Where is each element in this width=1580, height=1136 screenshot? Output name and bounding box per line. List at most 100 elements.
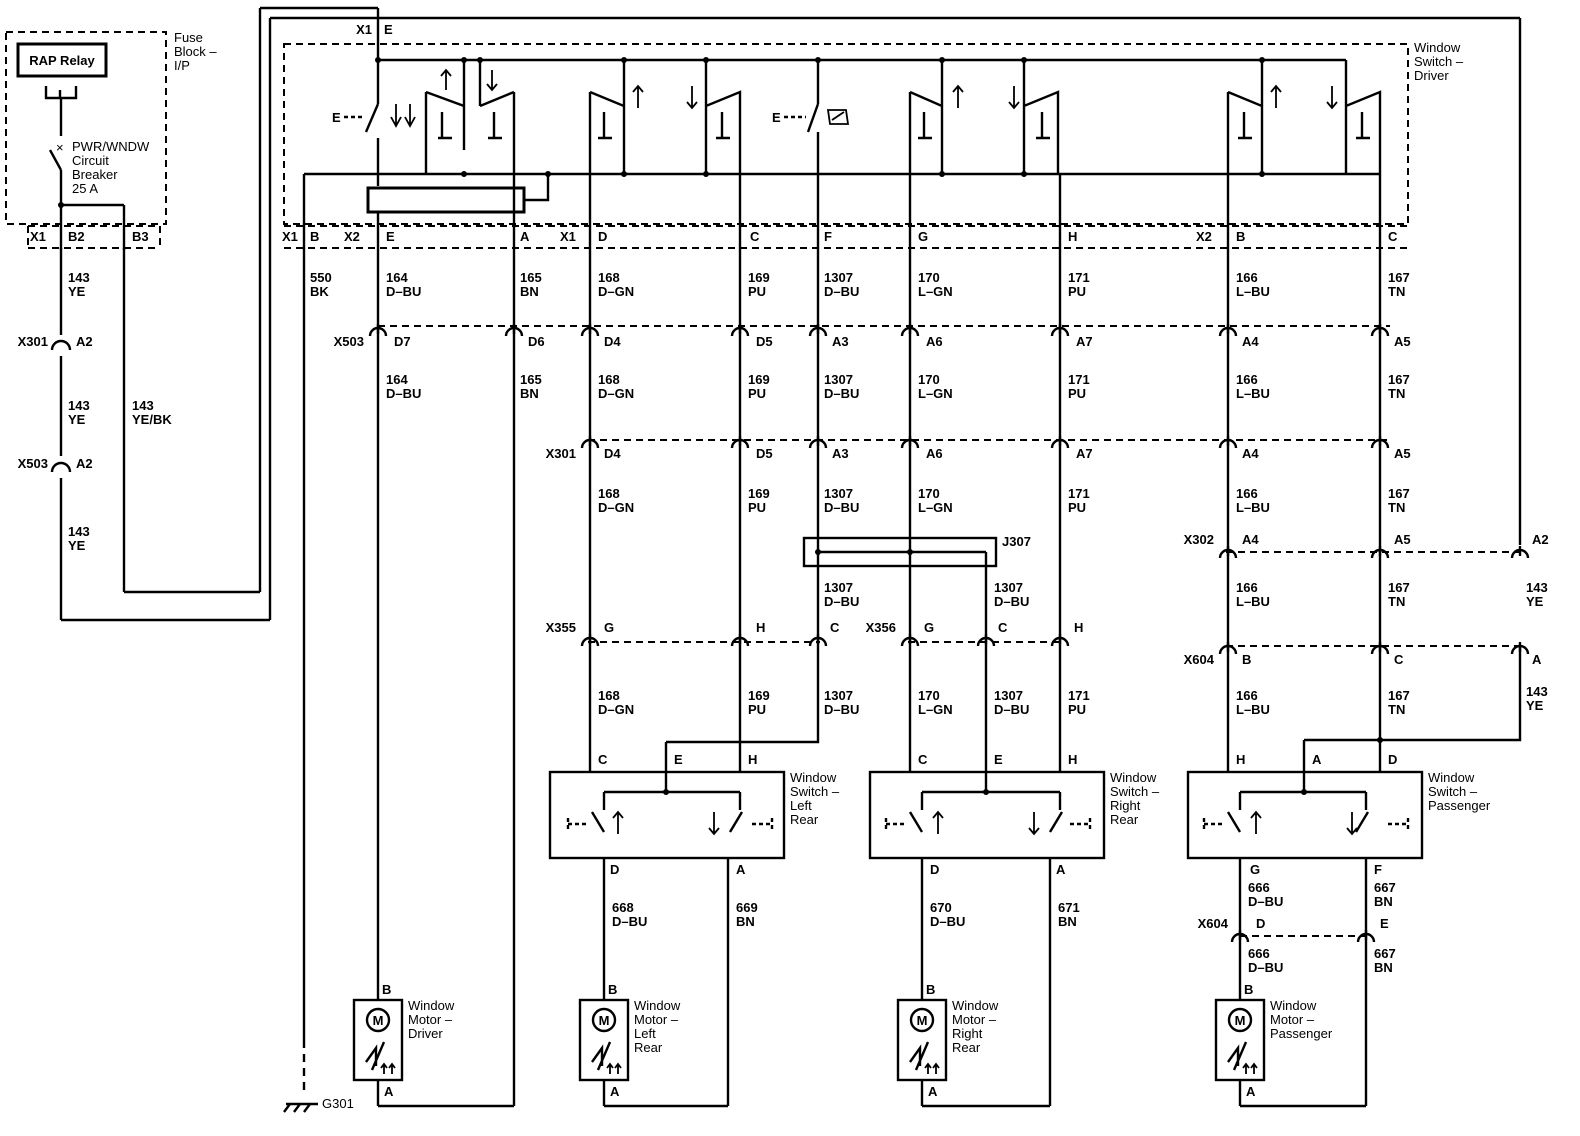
motor-title-line: Passenger — [1270, 1026, 1333, 1041]
lbl-w170-b-num: 170 — [918, 372, 940, 387]
wire-165-b-num: 165 — [520, 372, 542, 387]
driver-switch-module — [366, 186, 526, 214]
fuse-block-title-1: Fuse — [174, 30, 203, 45]
thermistor-icon — [909, 1041, 930, 1071]
motor-box — [352, 998, 404, 1082]
lbl-1307-rr-a-color: D–BU — [994, 594, 1029, 609]
x355-pin-c: C — [830, 620, 840, 635]
drv-pin-b: B — [310, 229, 319, 244]
pass-switch-title-2: Switch – — [1428, 784, 1478, 799]
motor-symbol: M — [599, 1013, 610, 1028]
lbl-w169-d-color: PU — [748, 702, 766, 717]
driver-passenger-switch-icon — [1226, 60, 1382, 174]
pass-switch-title-3: Passenger — [1428, 798, 1491, 813]
lbl-666-a-num: 666 — [1248, 880, 1270, 895]
motor-pin-a: A — [928, 1084, 938, 1099]
ground-icon — [283, 1102, 318, 1113]
lbl-w169-b-color: PU — [748, 386, 766, 401]
drv-pin-d: D — [598, 229, 607, 244]
motor-title-line: Motor – — [952, 1012, 997, 1027]
x301-pin-a7: A7 — [1076, 446, 1093, 461]
lbl-w167-b-num: 167 — [1388, 372, 1410, 387]
lbl-w166-a-color: L–BU — [1236, 284, 1270, 299]
left-rear-window-switch: Window Switch – Left Rear C E H D A — [548, 742, 840, 877]
lbl-1307-rr-b-num: 1307 — [994, 688, 1023, 703]
lr-up-arrow-icon — [612, 810, 624, 834]
lbl-w170-b-color: L–GN — [918, 386, 953, 401]
motor-pin-b: B — [926, 982, 935, 997]
wire-165-a-num: 165 — [520, 270, 542, 285]
wire-143-color-b: YE — [68, 412, 86, 427]
drv-pin-h: H — [1068, 229, 1077, 244]
wire-143bk-color: YE/BK — [132, 412, 172, 427]
lbl-w171-a-num: 171 — [1068, 270, 1090, 285]
heat-arrows-icon — [380, 1062, 396, 1074]
x355-name: X355 — [546, 620, 576, 635]
lbl-1307-a-num: 1307 — [824, 270, 853, 285]
motor-icon — [591, 1007, 617, 1033]
motor-box — [896, 998, 948, 1082]
lbl-w170-a-color: L–GN — [918, 284, 953, 299]
ground-circuit-550: 550 BK G301 — [283, 174, 354, 1113]
lbl-w169-a-color: PU — [748, 284, 766, 299]
fuse-pin-b3: B3 — [132, 229, 149, 244]
wire-165-a-color: BN — [520, 284, 539, 299]
wire-164-a-num: 164 — [386, 270, 408, 285]
lbl-w169-a-num: 169 — [748, 270, 770, 285]
drv-conn-x2-e: X2 — [344, 229, 360, 244]
down-arrow-icon-3 — [1008, 86, 1020, 110]
thermistor-icon — [1227, 1041, 1248, 1071]
motor-pin-a: A — [1246, 1084, 1256, 1099]
drv-pin-a: A — [520, 229, 530, 244]
x503-pin-d5: D5 — [756, 334, 773, 349]
lbl-w169-c-color: PU — [748, 500, 766, 515]
motor-title-line: Motor – — [408, 1012, 453, 1027]
motor-pin-a: A — [384, 1084, 394, 1099]
x356-name: X356 — [866, 620, 896, 635]
lbl-w166-e-color: L–BU — [1236, 702, 1270, 717]
feed-circuit-143: 143 YE X301 A2 143 YE 143 YE/BK X503 A2 … — [18, 6, 1522, 622]
x301-pin-d4: D4 — [604, 446, 621, 461]
lbl-w167-c-color: TN — [1388, 500, 1405, 515]
x302-pin-a5: A5 — [1394, 532, 1411, 547]
rr-up-arrow-icon — [932, 810, 944, 834]
lbl-w170-c-color: L–GN — [918, 500, 953, 515]
thermistor-icon — [591, 1041, 612, 1071]
motor-symbol: M — [1235, 1013, 1246, 1028]
breaker-line-3: Breaker — [72, 167, 118, 182]
lbl-w166-c-color: L–BU — [1236, 500, 1270, 515]
splice-j307: J307 — [802, 534, 1031, 568]
motor-box — [1214, 998, 1266, 1082]
x503-pin-a3: A3 — [832, 334, 849, 349]
motor-pin-b: B — [1244, 982, 1253, 997]
lbl-w171-d-num: 171 — [1068, 688, 1090, 703]
lbl-w168-a-num: 168 — [598, 270, 620, 285]
rr-switch-title-2: Switch – — [1110, 784, 1160, 799]
lbl-667-b-num: 667 — [1374, 946, 1396, 961]
x604b-name: X604 — [1198, 916, 1229, 931]
motor-icon — [909, 1007, 935, 1033]
circuit-breaker-icon — [48, 149, 63, 171]
lbl-w169-b-num: 169 — [748, 372, 770, 387]
lbl-w167-c-num: 167 — [1388, 486, 1410, 501]
x356-pin-g: G — [924, 620, 934, 635]
right-rear-window-switch: Window Switch – Right Rear C E H D A — [868, 642, 1160, 877]
lbl-w170-c-num: 170 — [918, 486, 940, 501]
pass-switch-title-1: Window — [1428, 770, 1475, 785]
motor-title-line: Window — [952, 998, 999, 1013]
motor-title-line: Rear — [952, 1040, 981, 1055]
motor-icon — [1227, 1007, 1253, 1033]
driver-top-conn: X1 — [356, 22, 372, 37]
x604b-pin-d: D — [1256, 916, 1265, 931]
drv-conn-x2-b: X2 — [1196, 229, 1212, 244]
motor-title-line: Rear — [634, 1040, 663, 1055]
motor-pin-a: A — [610, 1084, 620, 1099]
rap-relay-box — [16, 42, 108, 78]
wire-165-b-color: BN — [520, 386, 539, 401]
up-arrow-icon-4 — [1270, 84, 1282, 108]
x355-pin-g: G — [604, 620, 614, 635]
lbl-w168-a-color: D–GN — [598, 284, 634, 299]
lbl-w166-b-color: L–BU — [1236, 386, 1270, 401]
x604-pin-c: C — [1394, 652, 1404, 667]
